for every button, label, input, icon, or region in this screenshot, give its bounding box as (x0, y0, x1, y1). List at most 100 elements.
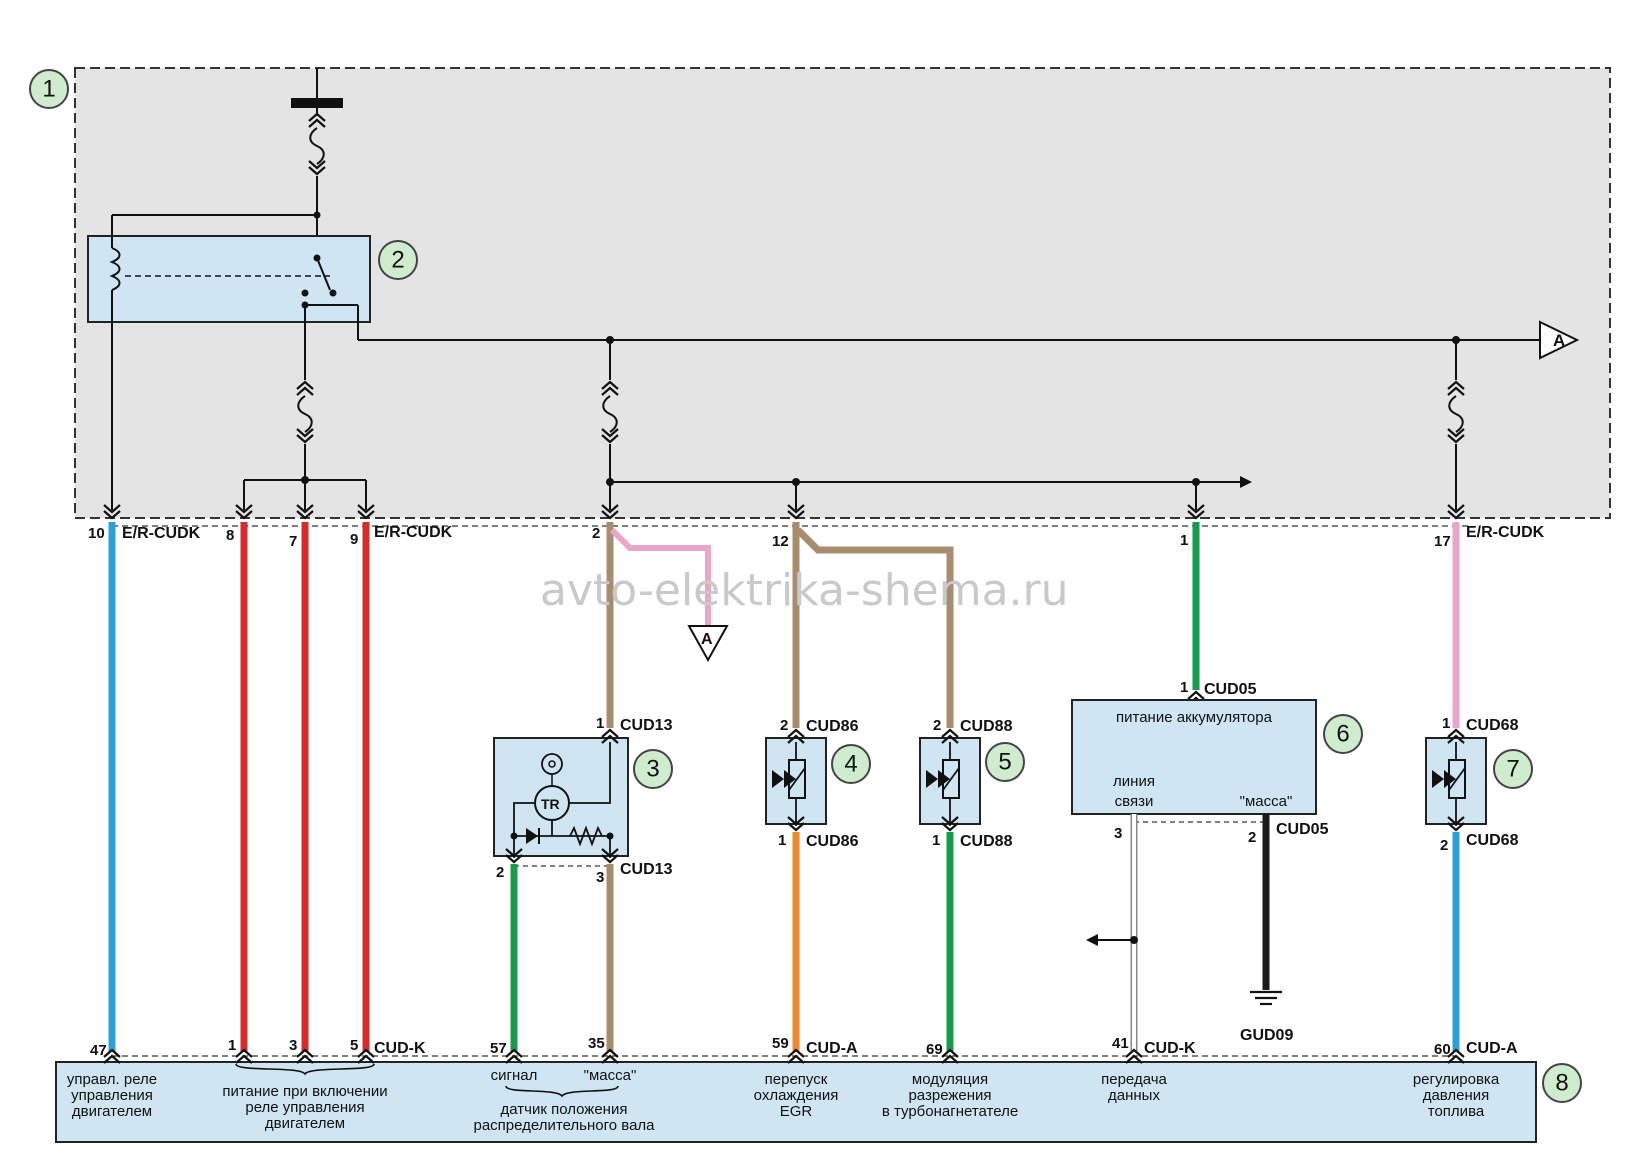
valve4-pin-bot: 1 (778, 832, 786, 849)
pin-7: 7 (289, 533, 297, 550)
ecu-pin-47: 47 (90, 1042, 107, 1059)
label-turbo-3: в турбонагнетателе (882, 1103, 1018, 1120)
ecu-pin-5: 5 (350, 1037, 358, 1054)
label-turbo-2: разрежения (908, 1087, 991, 1104)
label-fuel-2: давления (1423, 1087, 1490, 1104)
ecu-pin-41: 41 (1112, 1035, 1129, 1052)
valve4-conn-top: CUD86 (806, 718, 859, 735)
offpage-a-down (687, 625, 729, 663)
callout-1-text: 1 (42, 76, 55, 103)
module6-conn-top: CUD05 (1204, 681, 1257, 698)
valve7-conn-bot: CUD68 (1466, 832, 1519, 849)
relay-contact-icon (316, 257, 331, 291)
label-data-1: передача (1101, 1071, 1167, 1088)
ecu-conn-cud-k-2: CUD-K (1144, 1040, 1196, 1057)
label-mass: "масса" (584, 1067, 637, 1084)
tr-label: TR (541, 796, 560, 812)
pin-12: 12 (772, 533, 789, 550)
label-turbo-1: модуляция (912, 1071, 988, 1088)
label-ctrl-2: управления (71, 1087, 153, 1104)
valve5-pin-bot: 1 (932, 832, 940, 849)
wire-tan-turbo (795, 527, 954, 728)
pin-1: 1 (1180, 532, 1188, 549)
ecu-conn-cud-a-2: CUD-A (1466, 1040, 1518, 1057)
module6-line1: линия (1113, 773, 1155, 790)
callout-4-text: 4 (844, 751, 857, 778)
resistor-icon (569, 825, 603, 847)
wire-pink-a (609, 527, 711, 626)
label-cam-2: распределительного вала (473, 1117, 655, 1134)
module6-pin-left: 3 (1114, 825, 1122, 842)
callout-5-text: 5 (998, 749, 1011, 776)
sensor3-pin-top: 1 (596, 715, 604, 732)
ecu-pin-1: 1 (228, 1037, 236, 1054)
brace-cam (505, 1085, 619, 1098)
label-ctrl-1: управл. реле (67, 1071, 157, 1088)
ecu-conn-cud-a-1: CUD-A (806, 1040, 858, 1057)
offpage-a-right-label: A (1553, 331, 1565, 350)
relay-box (87, 235, 371, 323)
module6-mass: "масса" (1240, 793, 1293, 810)
label-cam-1: датчик положения (501, 1101, 628, 1118)
callout-2: 2 (378, 240, 418, 280)
ecu-box (55, 1061, 1537, 1143)
label-fuel-1: регулировка (1413, 1071, 1500, 1088)
sensor3-pin-sig: 2 (496, 864, 504, 881)
ecu-pin-35: 35 (588, 1035, 605, 1052)
offpage-a-down-label: A (701, 631, 713, 648)
conn-e-r-cudk-left: E/R-CUDK (122, 525, 201, 542)
sensor3-conn-top: CUD13 (620, 717, 673, 734)
label-fuel-3: топлива (1428, 1103, 1485, 1120)
callout-3-text: 3 (646, 756, 659, 783)
callout-4: 4 (831, 744, 871, 784)
module6-conn-bot: CUD05 (1276, 821, 1329, 838)
diode-icon (526, 828, 538, 844)
label-signal: сигнал (491, 1067, 538, 1084)
callout-8-text: 8 (1555, 1070, 1568, 1097)
valve7-conn-top: CUD68 (1466, 717, 1519, 734)
ground-gud09: GUD09 (1240, 1027, 1293, 1044)
battery-module-box (1071, 699, 1317, 815)
valve5-conn-top: CUD88 (960, 718, 1013, 735)
label-egr-3: EGR (780, 1103, 813, 1120)
pin-10: 10 (88, 525, 105, 542)
ecu-pin-59: 59 (772, 1035, 789, 1052)
relay-coil-icon (109, 247, 121, 291)
valve7-pin-bot: 2 (1440, 837, 1448, 854)
module6-pin-top: 1 (1180, 679, 1188, 696)
label-egr-2: охлаждения (754, 1087, 839, 1104)
callout-2-text: 2 (391, 247, 404, 274)
valve4-conn-bot: CUD86 (806, 833, 859, 850)
valve5-pin-top: 2 (933, 717, 941, 734)
callout-6-text: 6 (1336, 721, 1349, 748)
sensor3-pin-gnd: 3 (596, 869, 604, 886)
battery-bar (291, 98, 343, 108)
callout-5: 5 (985, 742, 1025, 782)
label-egr-1: перепуск (765, 1071, 828, 1088)
label-power-1: питание при включении (222, 1083, 387, 1100)
valve4-pin-top: 2 (780, 717, 788, 734)
ecu-pin-57: 57 (490, 1040, 507, 1057)
pin-2: 2 (592, 525, 600, 542)
label-power-2: реле управления (245, 1099, 364, 1116)
label-power-3: двигателем (265, 1115, 345, 1132)
brace-power (235, 1063, 375, 1076)
ecu-pin-60: 60 (1434, 1041, 1451, 1058)
label-ctrl-3: двигателем (72, 1103, 152, 1120)
ecu-conn-cud-k-1: CUD-K (374, 1040, 426, 1057)
pin-8: 8 (226, 527, 234, 544)
pin-9: 9 (350, 531, 358, 548)
conn-e-r-cudk-right: E/R-CUDK (1466, 524, 1545, 541)
ecu-pin-69: 69 (926, 1041, 943, 1058)
valve7-pin-top: 1 (1442, 715, 1450, 732)
watermark: avto-elektrika-shema.ru (540, 565, 1069, 616)
module6-line2: связи (1115, 793, 1154, 810)
module6-title: питание аккумулятора (1116, 709, 1273, 726)
conn-e-r-cudk-mid: E/R-CUDK (374, 524, 453, 541)
callout-7: 7 (1493, 749, 1533, 789)
callout-8: 8 (1542, 1063, 1582, 1103)
label-data-2: данных (1108, 1087, 1160, 1104)
sensor3-conn-bottom: CUD13 (620, 861, 673, 878)
